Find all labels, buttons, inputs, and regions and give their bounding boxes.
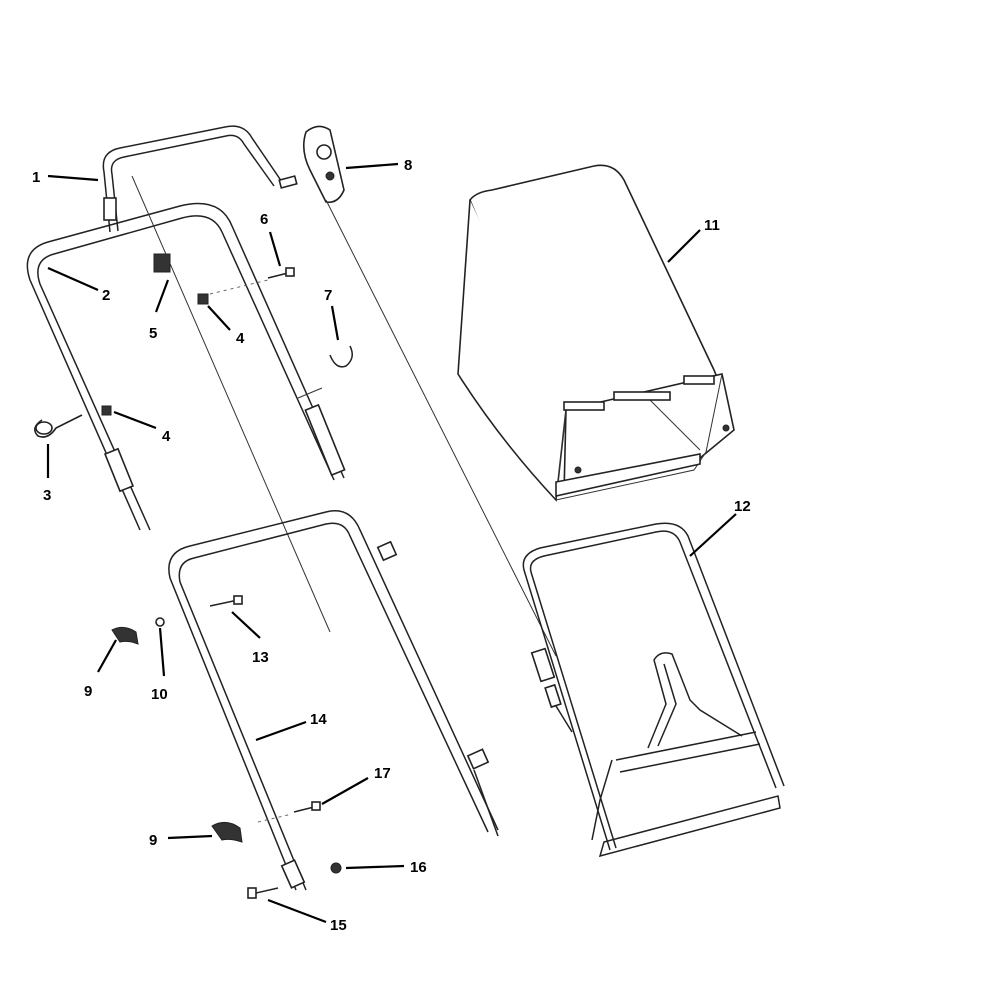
nut-16 — [330, 862, 342, 874]
callout-15: 15 — [330, 917, 347, 934]
nut-lower — [101, 405, 112, 416]
cable-guide — [153, 253, 171, 273]
throttle-wire — [131, 175, 331, 633]
callout-3: 3 — [43, 487, 51, 504]
callout-16: 16 — [410, 859, 427, 876]
callout-14: 14 — [310, 711, 327, 728]
callout-2: 2 — [102, 287, 110, 304]
bag-frame — [522, 522, 785, 858]
callout-leaders — [46, 162, 737, 924]
carriage-bolt — [209, 267, 295, 295]
callout-6: 6 — [260, 211, 268, 228]
callout-12: 12 — [734, 498, 751, 515]
middle-handle — [26, 202, 346, 531]
washer — [155, 617, 165, 627]
bolt-15 — [247, 887, 279, 899]
callout-11: 11 — [704, 217, 720, 234]
knob-upper — [111, 626, 139, 645]
lower-handle — [168, 510, 499, 891]
callout-numbers: 1 2 3 4 4 5 6 7 8 9 9 10 11 12 13 14 15 … — [32, 157, 751, 934]
upper-handle — [102, 125, 298, 233]
callout-9-upper: 9 — [84, 683, 92, 700]
cable-clip — [34, 414, 83, 438]
nut-upper — [197, 293, 209, 305]
callout-1: 1 — [32, 169, 40, 186]
control-cable — [302, 125, 573, 733]
handle-bolt — [209, 595, 243, 607]
bolt-17 — [257, 801, 321, 823]
callout-13: 13 — [252, 649, 269, 666]
grass-bag — [457, 164, 735, 502]
callout-4-upper: 4 — [236, 330, 245, 347]
callout-9-lower: 9 — [149, 832, 157, 849]
callout-5: 5 — [149, 325, 157, 342]
knob-lower — [211, 822, 243, 843]
callout-4-lower: 4 — [162, 428, 171, 445]
cable-tie — [329, 345, 353, 368]
callout-10: 10 — [151, 686, 168, 703]
callout-17: 17 — [374, 765, 391, 782]
callout-8: 8 — [404, 157, 412, 174]
callout-7: 7 — [324, 287, 332, 304]
